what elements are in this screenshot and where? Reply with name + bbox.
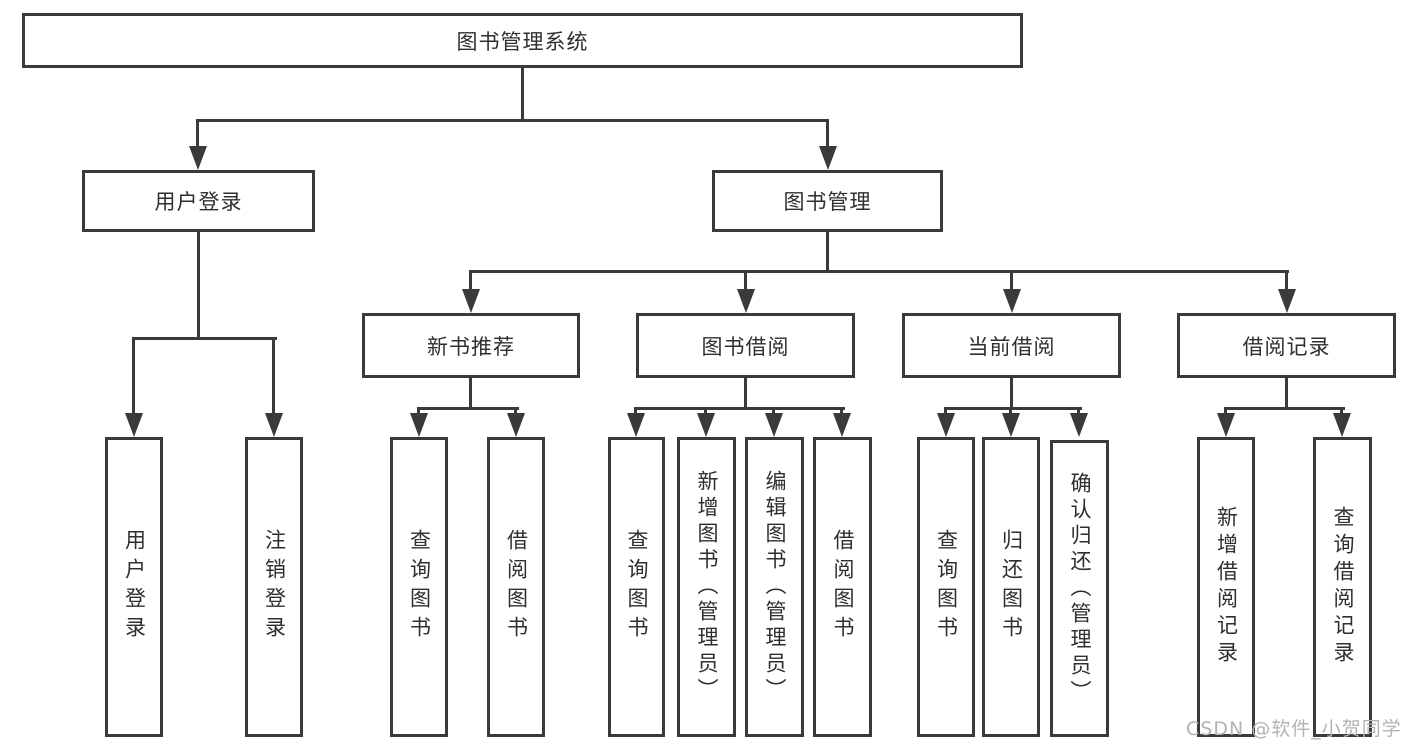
leaf-bb-add-book-admin: 新增图书（管理员）	[677, 437, 736, 737]
connector-bb-rail	[635, 407, 845, 410]
leaf-br-add-record: 新增借阅记录	[1197, 437, 1255, 737]
node-new-book-recommend: 新书推荐	[362, 313, 580, 378]
arrow-to-borrowing-records	[1285, 270, 1288, 289]
connector-br-stem	[1285, 378, 1288, 407]
leaf-nbr-borrow-books: 借阅图书	[487, 437, 545, 737]
leaf-bb-borrow-books: 借阅图书	[813, 437, 872, 737]
arrow-to-bb-borrow	[840, 407, 843, 413]
arrow-to-br-add	[1224, 407, 1227, 413]
connector-br-rail	[1225, 407, 1345, 410]
node-user-login: 用户登录	[82, 170, 315, 232]
node-borrowing-records: 借阅记录	[1177, 313, 1396, 378]
connector-nbr-rail	[418, 407, 519, 410]
arrow-to-nbr-query	[417, 407, 420, 413]
connector-user-login-rail	[133, 337, 277, 340]
leaf-bb-query-books: 查询图书	[608, 437, 665, 737]
leaf-cb-query-books: 查询图书	[917, 437, 975, 737]
leaf-cb-confirm-return-admin: 确认归还（管理员）	[1050, 440, 1109, 737]
arrow-to-nbr-borrow	[514, 407, 517, 413]
arrow-to-cb-confirm	[1077, 407, 1080, 413]
arrow-to-book-management	[826, 119, 829, 146]
node-book-borrowing: 图书借阅	[636, 313, 855, 378]
node-book-management: 图书管理	[712, 170, 943, 232]
connector-book-mgmt-rail	[470, 270, 1289, 273]
leaf-user-login: 用户登录	[105, 437, 163, 737]
connector-user-login-stem	[197, 232, 200, 337]
leaf-bb-edit-book-admin: 编辑图书（管理员）	[745, 437, 804, 737]
arrow-to-bb-add	[704, 407, 707, 413]
arrow-to-br-query	[1340, 407, 1343, 413]
arrow-to-book-borrowing	[744, 270, 747, 289]
arrow-to-cb-query	[944, 407, 947, 413]
leaf-logout: 注销登录	[245, 437, 303, 737]
connector-cb-rail	[945, 407, 1082, 410]
leaf-br-query-record: 查询借阅记录	[1313, 437, 1372, 737]
connector-nbr-stem	[469, 378, 472, 407]
connector-bb-stem	[744, 378, 747, 407]
node-root: 图书管理系统	[22, 13, 1023, 68]
arrow-to-leaf-logout	[272, 337, 275, 413]
arrow-to-user-login	[196, 119, 199, 146]
arrow-to-leaf-user-login	[132, 337, 135, 413]
watermark: CSDN @软件_小贺同学	[1186, 718, 1402, 740]
arrow-to-cb-return	[1009, 407, 1012, 413]
connector-book-mgmt-stem	[826, 232, 829, 270]
arrow-to-bb-edit	[772, 407, 775, 413]
leaf-cb-return-books: 归还图书	[982, 437, 1040, 737]
arrow-to-bb-query	[634, 407, 637, 413]
leaf-nbr-query-books: 查询图书	[390, 437, 448, 737]
connector-root-rail	[197, 119, 829, 122]
node-current-borrowing: 当前借阅	[902, 313, 1121, 378]
connector-root-stem	[521, 68, 524, 119]
arrow-to-current-borrowing	[1010, 270, 1013, 289]
connector-cb-stem	[1010, 378, 1013, 407]
arrow-to-new-book-recommend	[469, 270, 472, 289]
